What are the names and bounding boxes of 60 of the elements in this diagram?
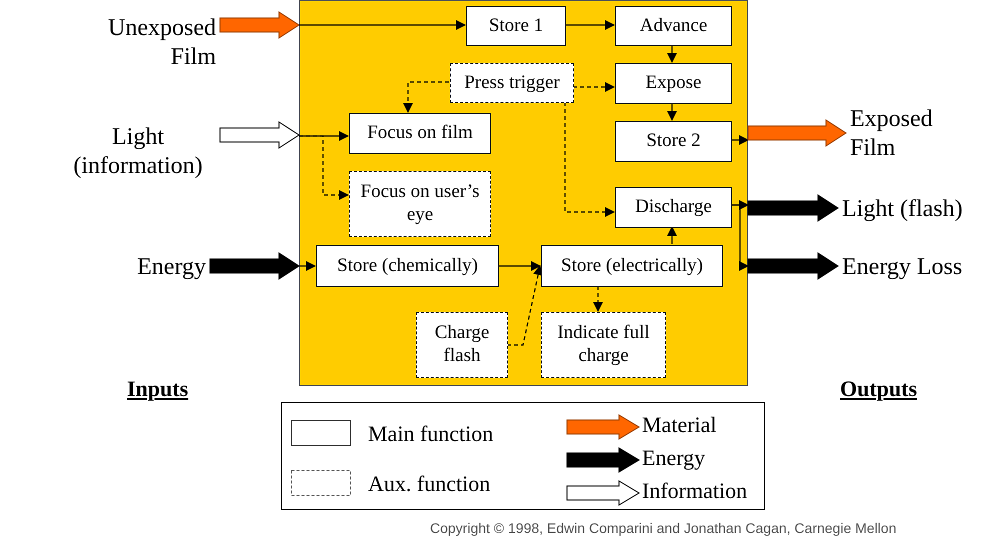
- legend-label: Information: [642, 480, 748, 502]
- auxiliary-function-box: [416, 312, 508, 378]
- legend-label: Aux. function: [368, 473, 490, 495]
- flow-arrow: [748, 194, 839, 222]
- flow-label: Light (information): [72, 123, 204, 181]
- function-label: Press trigger: [463, 72, 561, 94]
- function-box: [316, 245, 499, 287]
- flow-label: Exposed Film: [849, 105, 934, 163]
- function-label: Charge flash: [434, 322, 490, 368]
- function-label: Expose: [644, 72, 702, 95]
- arrow: [565, 20, 615, 30]
- flow-arrow: [748, 252, 839, 280]
- function-label: Store (chemically): [336, 254, 479, 278]
- arrow: [731, 135, 749, 145]
- system-boundary-box: [299, 0, 748, 386]
- flow-arrow: [220, 121, 300, 149]
- arrow: [667, 103, 677, 121]
- function-label: Store (electrically): [560, 254, 704, 278]
- flow-label: Energy Loss: [841, 252, 964, 282]
- arrow: [299, 20, 466, 30]
- dashed-arrow: [573, 82, 615, 92]
- function-label: Focus on film: [366, 122, 474, 145]
- function-box: [541, 245, 723, 287]
- flow-arrow: [748, 119, 847, 147]
- dashed-arrow: [564, 102, 615, 217]
- flow-label: Energy: [136, 252, 207, 282]
- legend-label: Main function: [368, 423, 494, 445]
- copyright-note: Copyright © 1998, Edwin Comparini and Jonathan Cagan, Carnegie Mellon: [430, 520, 896, 536]
- auxiliary-function-box: [541, 312, 666, 378]
- function-label: Discharge: [634, 196, 713, 219]
- function-box: [615, 63, 732, 104]
- function-box: [615, 121, 732, 162]
- function-box: [349, 113, 491, 154]
- arrow: [498, 261, 541, 271]
- function-box: [615, 187, 732, 228]
- function-label: Indicate full charge: [556, 322, 651, 368]
- flow-label: Unexposed Film: [107, 14, 217, 72]
- function-label: Advance: [638, 14, 708, 38]
- dashed-arrow: [507, 265, 543, 346]
- arrow: [667, 226, 677, 244]
- flow-label: Light (flash): [841, 194, 964, 224]
- auxiliary-function-box: [450, 63, 574, 103]
- legend-label: Material: [642, 414, 717, 436]
- dashed-arrow: [593, 286, 603, 312]
- arrow: [731, 204, 749, 271]
- function-label: Store 2: [645, 130, 702, 153]
- section-heading: Inputs: [127, 376, 188, 402]
- arrow: [667, 45, 677, 63]
- dashed-arrow: [299, 135, 349, 200]
- auxiliary-function-box: [349, 171, 491, 237]
- function-label: Store 1: [488, 14, 544, 38]
- flow-arrow: [220, 11, 300, 39]
- function-label: Focus on user’s eye: [360, 181, 480, 227]
- legend-label: Energy: [642, 447, 706, 469]
- dashed-arrow: [403, 81, 449, 113]
- function-box: [615, 6, 732, 46]
- section-heading: Outputs: [840, 376, 918, 402]
- arrow: [299, 261, 316, 271]
- function-box: [466, 6, 566, 46]
- flow-arrow: [210, 252, 300, 280]
